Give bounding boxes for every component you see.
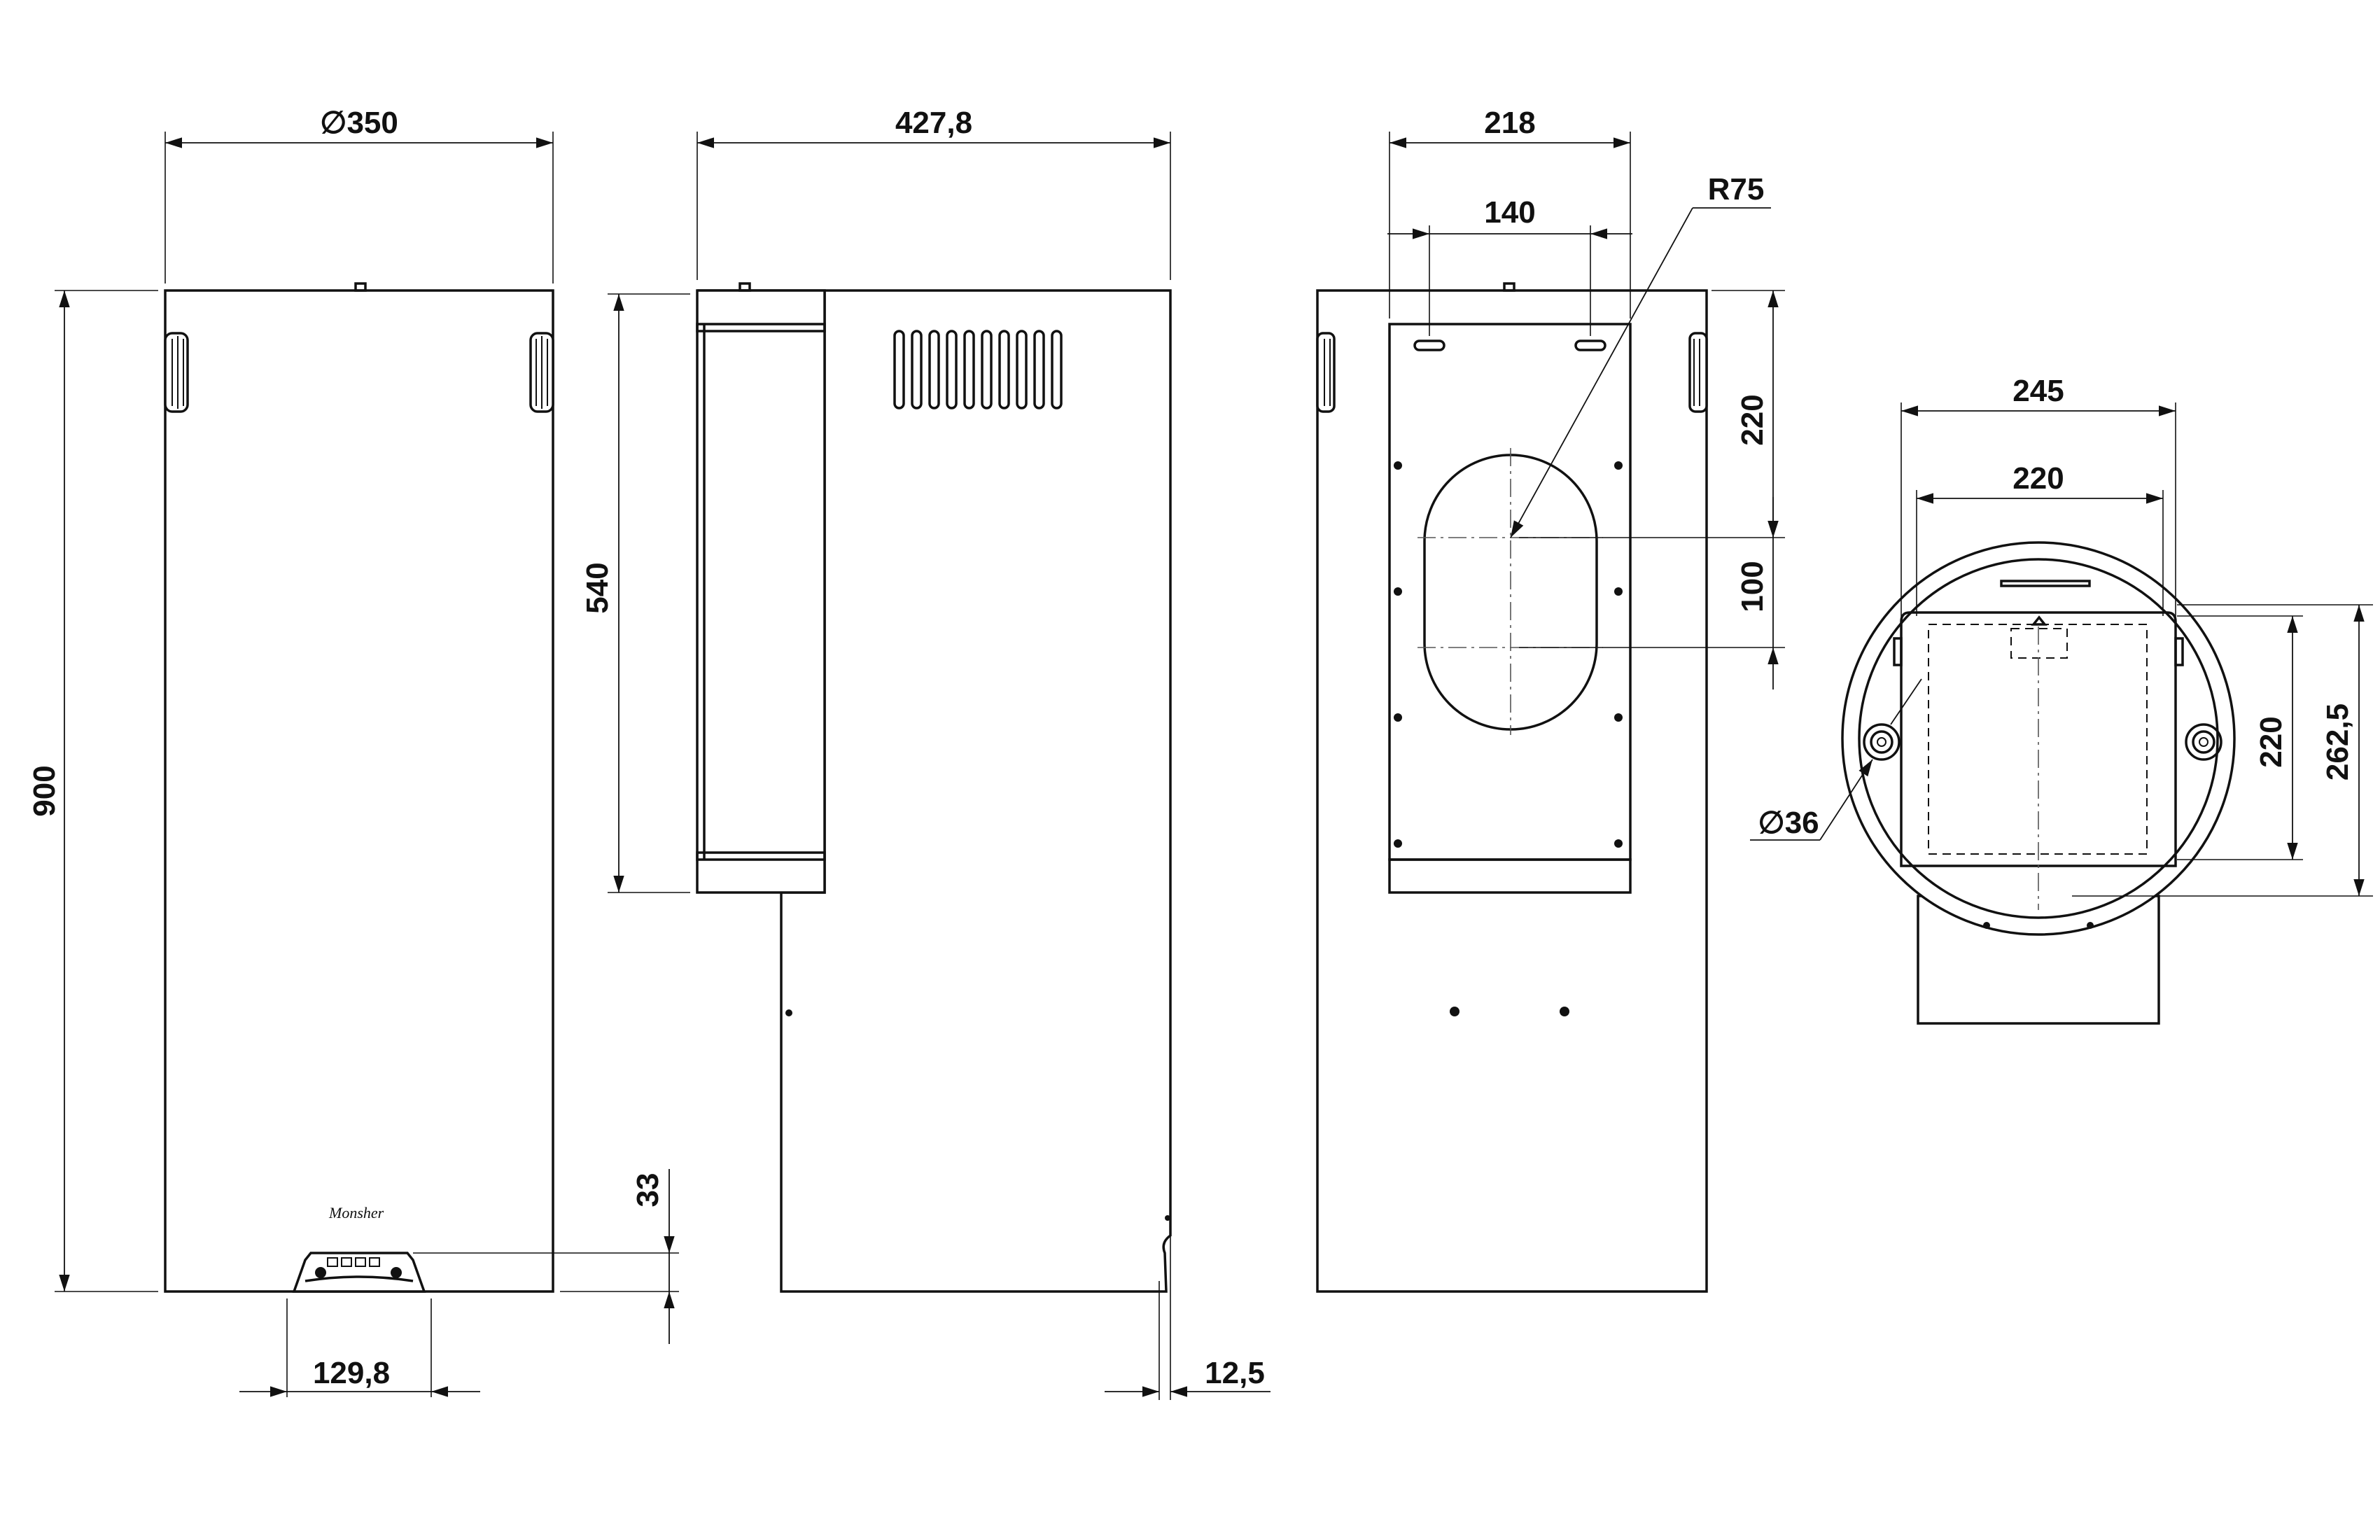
wall-mount-plate xyxy=(1388,323,1632,861)
dim-top-inner-depth: 220 xyxy=(2254,716,2288,767)
dim-wall-plate-height: 540 xyxy=(580,562,615,613)
dim-rear-plate-width: 218 xyxy=(1484,106,1535,140)
side-view xyxy=(696,282,1172,1293)
dim-side-depth: 427,8 xyxy=(895,106,972,140)
dim-front-width: ∅350 xyxy=(320,106,398,140)
dim-total-height: 900 xyxy=(27,765,62,816)
dim-outlet-spacing: 100 xyxy=(1735,561,1770,612)
dim-pipe-diameter: ∅36 xyxy=(1758,806,1819,840)
side-vent-slots xyxy=(893,330,1063,410)
dim-outlet-offset: 220 xyxy=(1735,394,1770,445)
dimension-lines xyxy=(55,132,2373,1400)
top-body-circle xyxy=(1841,541,2236,936)
top-view xyxy=(1841,541,2236,1025)
dim-top-outer-width: 245 xyxy=(2012,374,2064,408)
brand-logo: Monsher xyxy=(328,1204,384,1222)
rear-left-vent xyxy=(1316,332,1336,413)
rear-right-vent xyxy=(1688,332,1708,413)
dim-top-inner-width: 220 xyxy=(2012,461,2064,496)
dim-outlet-radius: R75 xyxy=(1708,172,1765,206)
dimension-labels: ∅350 427,8 218 140 R75 900 540 220 100 3… xyxy=(27,106,2355,1390)
dim-top-outer-depth: 262,5 xyxy=(2320,704,2355,780)
front-left-vent xyxy=(164,332,189,413)
dim-control-width: 129,8 xyxy=(313,1356,390,1390)
front-right-vent xyxy=(529,332,554,413)
dim-slot-spacing: 140 xyxy=(1484,195,1535,230)
rear-view xyxy=(1316,282,1708,1293)
dim-side-offset: 12,5 xyxy=(1205,1356,1265,1390)
control-panel xyxy=(292,1252,426,1293)
front-view: Monsher xyxy=(164,282,554,1293)
dim-control-height: 33 xyxy=(631,1173,665,1208)
